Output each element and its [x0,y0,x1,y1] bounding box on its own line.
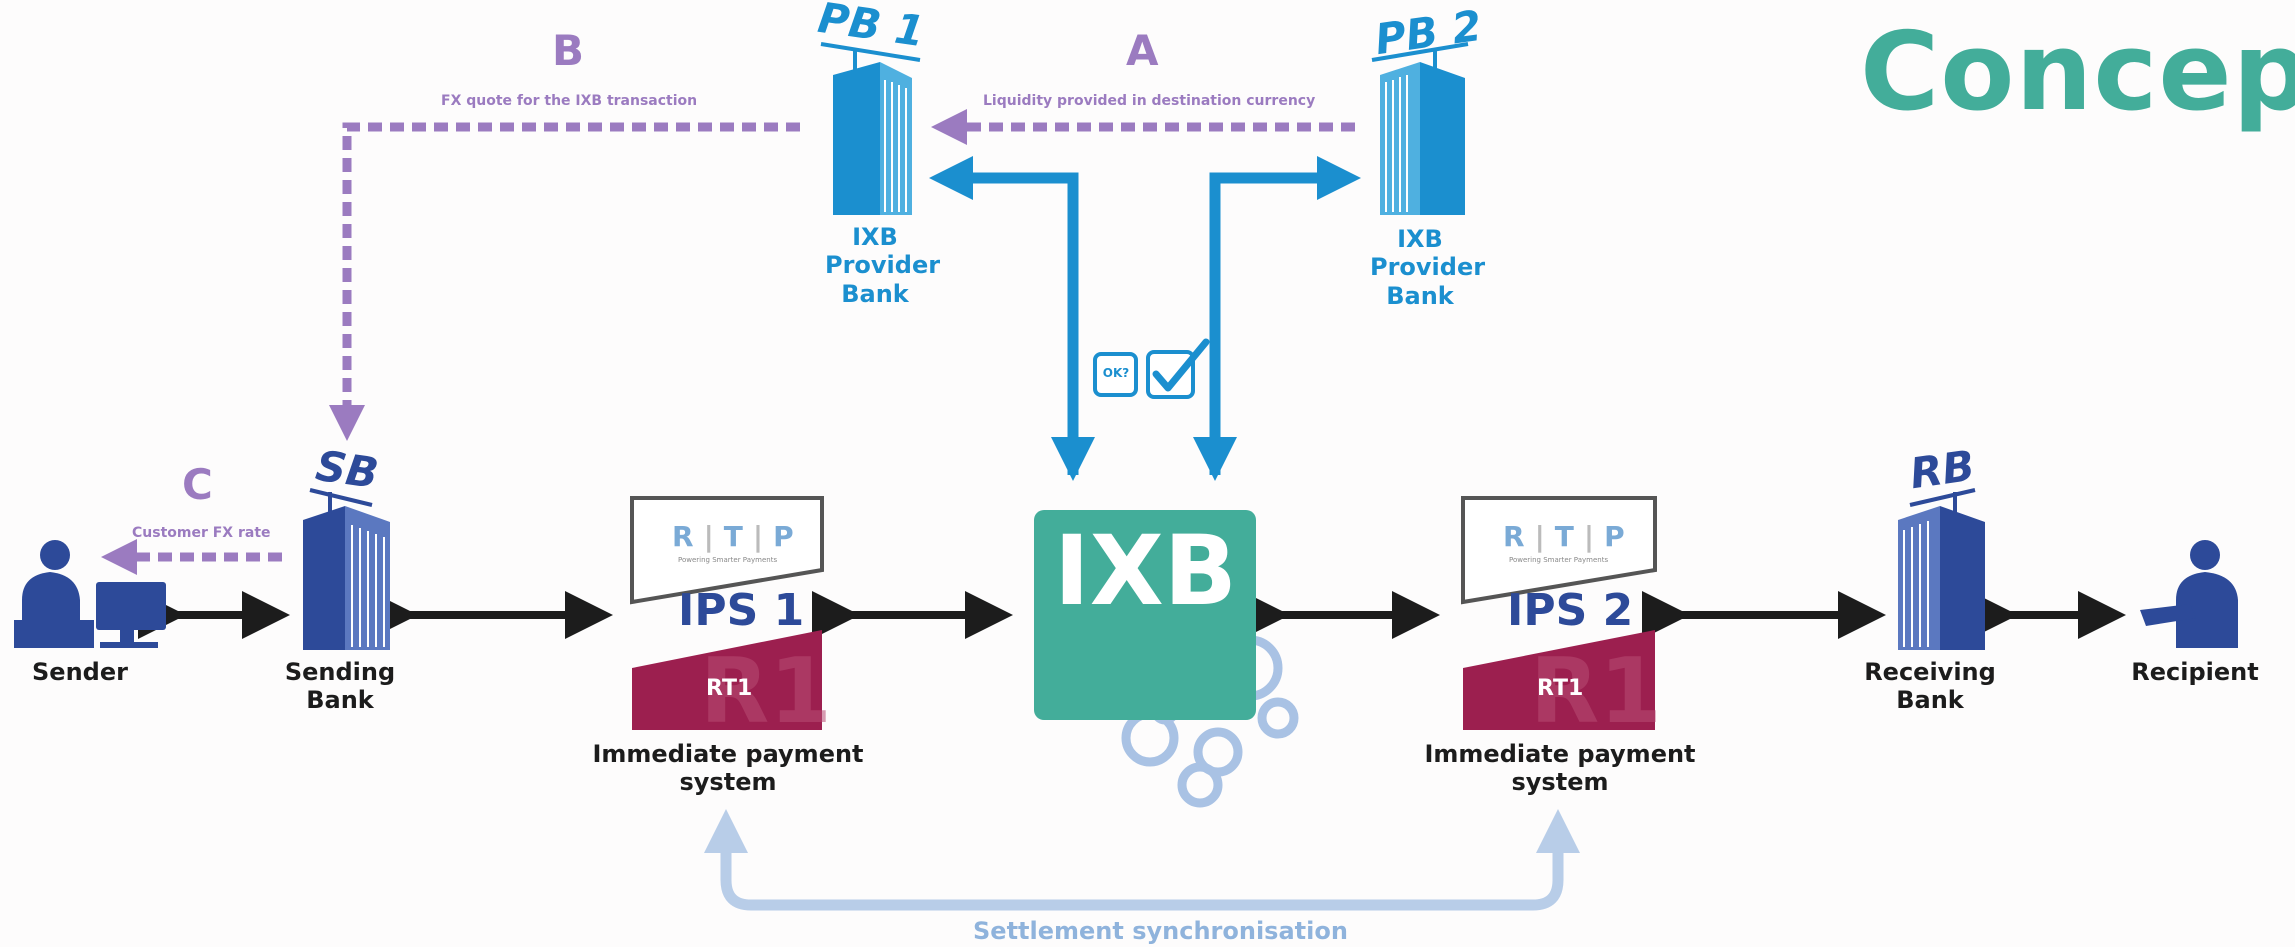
pb2-building-icon [1371,42,1469,215]
svg-text:R1: R1 [1530,639,1662,744]
ips1-rt1: RT1 [706,676,753,701]
ips2-rtp-letters: R|T|P [1503,520,1635,553]
ixb-label: IXB [1054,515,1237,627]
pb2-label: IXB Provider Bank [1370,225,1486,310]
svg-text:R1: R1 [700,639,832,744]
step-c-letter: C [182,460,213,509]
rb-code: RB [1906,440,1978,499]
person-with-device-icon [2140,540,2238,648]
ips1-name: IPS 1 [678,585,805,636]
checkmark-icon [1146,338,1210,399]
sending-bank-label: Sending Bank [284,658,396,715]
ok-badge [1093,352,1138,397]
ips2-rtp-tagline: Powering Smarter Payments [1509,556,1609,564]
ips1-rtp-letters: R|T|P [672,520,804,553]
receiving-bank-label: Receiving Bank [1864,658,1996,715]
step-a-letter: A [1126,26,1159,75]
ips2-rt1: RT1 [1537,676,1584,701]
rb-building-icon [1898,488,1985,650]
settlement-label: Settlement synchronisation [973,917,1348,945]
ok-badge-text: OK? [1102,366,1130,380]
ips1-rtp-logo-box [630,496,824,605]
sb-building-icon [303,488,390,650]
step-c-note: Customer FX rate [132,525,271,541]
step-b-letter: B [552,26,585,75]
ixb-to-pb2-arrow [1193,156,1361,481]
page-title: Concept [1860,10,2295,135]
step-b-note: FX quote for the IXB transaction [441,93,698,109]
settlement-bracket [704,809,1580,911]
ips2-rt1-block: R1 [1463,630,1662,744]
person-at-computer-icon [14,540,166,648]
ips2-rtp-logo-box [1461,496,1657,605]
sender-label: Sender [32,658,128,686]
pb1-building-icon [820,42,921,215]
ips1-label: Immediate payment system [592,740,864,797]
ixb-to-pb1-arrow [929,156,1095,481]
ips1-rtp-tagline: Powering Smarter Payments [678,556,778,564]
ips1-rt1-block: R1 [632,630,832,744]
ixb-box [1034,510,1256,720]
pb1-label: IXB Provider Bank [825,223,941,308]
flow-b-fx-quote [329,122,800,441]
ips2-label: Immediate payment system [1424,740,1696,797]
recipient-label: Recipient [2131,658,2259,686]
sb-code: SB [312,440,382,499]
ips2-name: IPS 2 [1507,585,1634,636]
step-a-note: Liquidity provided in destination curren… [983,93,1316,109]
